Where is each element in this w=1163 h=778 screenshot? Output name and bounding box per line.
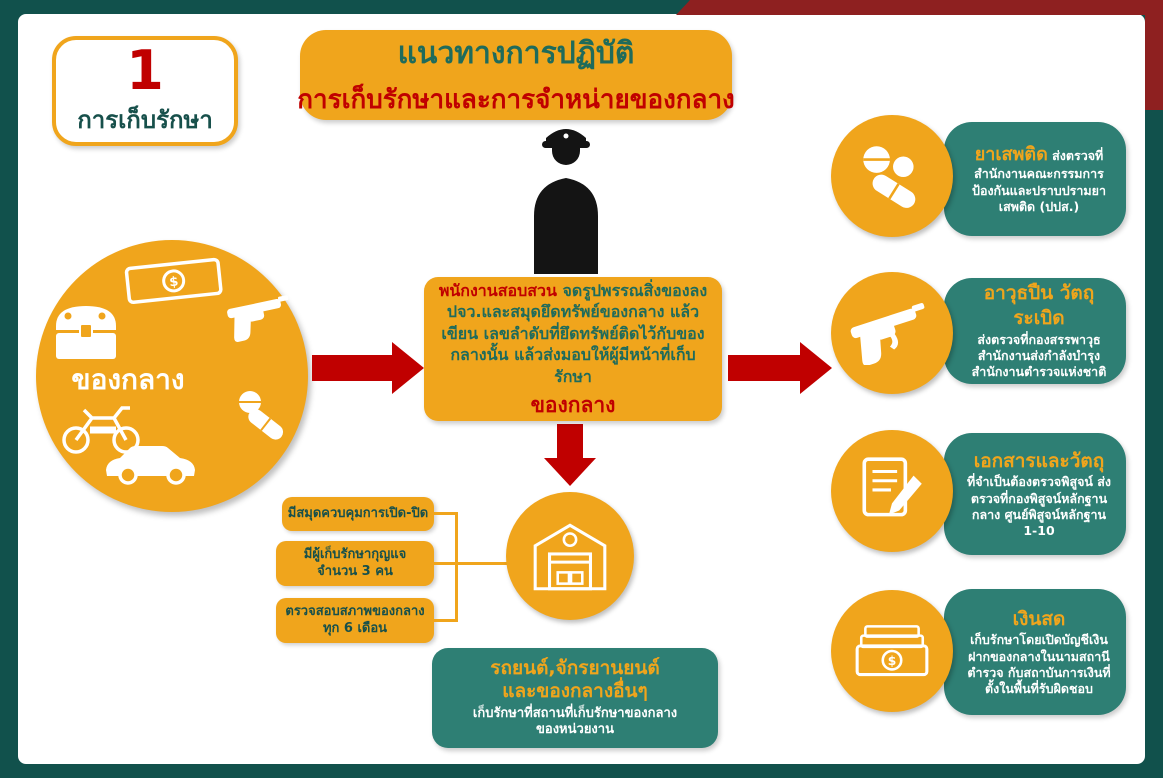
rule-text: มีผู้เก็บรักษากุญแจ (303, 547, 407, 563)
arrow-right-to-process (312, 342, 424, 394)
category-card-narcotics: ยาเสพติด ส่งตรวจที่ สำนักงานคณะกรรมการ ป… (944, 122, 1126, 236)
category-body: ส่งตรวจที่กองสรรพาวุธ สำนักงานส่งกำลังบำ… (971, 331, 1107, 380)
vehicle-note-body: เก็บรักษาที่สถานที่เก็บรักษาของกลาง ของห… (472, 706, 678, 738)
category-text: เอกสารและวัตถุ ที่จำเป็นต้องตรวจพิสูจน์ … (964, 449, 1114, 540)
process-text: พนักงานสอบสวน จดรูปพรรณสิ่งของลง ปจว.และ… (436, 280, 710, 388)
motorcycle-icon (62, 406, 140, 454)
pills-icon (863, 146, 916, 208)
category-text: อาวุธปืน วัตถุระเบิด ส่งตรวจที่กองสรรพาว… (964, 281, 1114, 380)
slide-subtitle: การเก็บรักษาและการจำหน่ายของกลาง (297, 85, 735, 115)
rule-text: ตรวจสอบสภาพของกลาง (285, 604, 425, 620)
treasure-chest-icon (56, 306, 116, 359)
step-label: การเก็บรักษา (77, 105, 213, 134)
slide-title: แนวทางการปฏิบัติ (397, 36, 635, 71)
category-card-cash: เงินสด เก็บรักษาโดยเปิดบัญชีเงิน ฝากของก… (944, 589, 1126, 715)
connector-line (455, 562, 509, 565)
step-number: 1 (126, 39, 164, 103)
evidence-items-icons: $ (56, 257, 289, 485)
rule-text: ทุก 6 เดือน (322, 620, 388, 636)
process-body: จดรูปพรรณสิ่งของลง ปจว.และสมุดยึดทรัพย์ข… (441, 280, 708, 386)
category-title: เอกสารและวัตถุ (973, 449, 1105, 472)
category-circle-cash: $ (831, 590, 953, 712)
svg-text:$: $ (888, 654, 897, 668)
right-accent-ribbon (1145, 0, 1163, 110)
category-title: อาวุธปืน วัตถุระเบิด (983, 282, 1095, 330)
category-body: ส่งตรวจที่ สำนักงานคณะกรรมการ ป้องกันและ… (972, 147, 1106, 214)
category-body: ที่จำเป็นต้องตรวจพิสูจน์ ส่งตรวจที่กองพิ… (966, 474, 1112, 539)
category-title: ยาเสพติด (974, 143, 1048, 165)
step-badge: 1 การเก็บรักษา (52, 36, 238, 146)
category-text: เงินสด เก็บรักษาโดยเปิดบัญชีเงิน ฝากของก… (964, 607, 1114, 698)
category-card-documents: เอกสารและวัตถุ ที่จำเป็นต้องตรวจพิสูจน์ … (944, 433, 1126, 555)
warehouse-circle (506, 492, 634, 620)
connector-line (455, 512, 458, 622)
revolver-icon (227, 295, 289, 342)
rule-box-logbook: มีสมุดควบคุมการเปิด-ปิด (282, 497, 434, 531)
police-officer-icon (516, 112, 616, 274)
category-card-firearms: อาวุธปืน วัตถุระเบิด ส่งตรวจที่กองสรรพาว… (944, 278, 1126, 384)
category-title: เงินสด (1012, 607, 1066, 630)
car-icon (106, 446, 195, 485)
category-body: เก็บรักษาโดยเปิดบัญชีเงิน ฝากของกลางในนา… (967, 632, 1111, 697)
banknotes-icon: $ (855, 625, 929, 677)
process-box: พนักงานสอบสวน จดรูปพรรณสิ่งของลง ปจว.และ… (424, 277, 722, 421)
evidence-circle: $ (36, 240, 308, 512)
top-accent-ribbon (676, 0, 1163, 15)
title-banner: แนวทางการปฏิบัติ การเก็บรักษาและการจำหน่… (297, 30, 735, 120)
category-circle-documents (831, 430, 953, 552)
banknote-icon: $ (124, 257, 223, 304)
arrow-down-to-storage (544, 424, 596, 486)
category-circle-narcotics (831, 115, 953, 237)
connector-line (434, 619, 458, 622)
rule-text: จำนวน 3 คน (317, 563, 393, 579)
warehouse-icon (533, 523, 607, 591)
connector-line (434, 562, 458, 565)
pills-icon (239, 391, 284, 440)
rule-text: มีสมุดควบคุมการเปิด-ปิด (287, 505, 429, 521)
connector-line (434, 512, 458, 515)
vehicle-note-box: รถยนต์,จักรยานยนต์ และของกลางอื่นๆ เก็บร… (432, 648, 718, 748)
rule-box-inspection: ตรวจสอบสภาพของกลาง ทุก 6 เดือน (276, 598, 434, 643)
svg-text:$: $ (169, 274, 180, 290)
category-circle-firearms (831, 272, 953, 394)
process-highlight: พนักงานสอบสวน (438, 280, 557, 300)
document-pencil-icon (862, 457, 922, 517)
evidence-label: ของกลาง (71, 363, 185, 396)
arrow-right-to-categories (728, 342, 832, 394)
category-text: ยาเสพติด ส่งตรวจที่ สำนักงานคณะกรรมการ ป… (964, 143, 1114, 215)
rule-box-keyholders: มีผู้เก็บรักษากุญแจ จำนวน 3 คน (276, 541, 434, 586)
vehicle-note-title: รถยนต์,จักรยานยนต์ และของกลางอื่นๆ (490, 657, 660, 703)
revolver-icon (850, 303, 925, 365)
process-footer: ของกลาง (530, 393, 616, 418)
